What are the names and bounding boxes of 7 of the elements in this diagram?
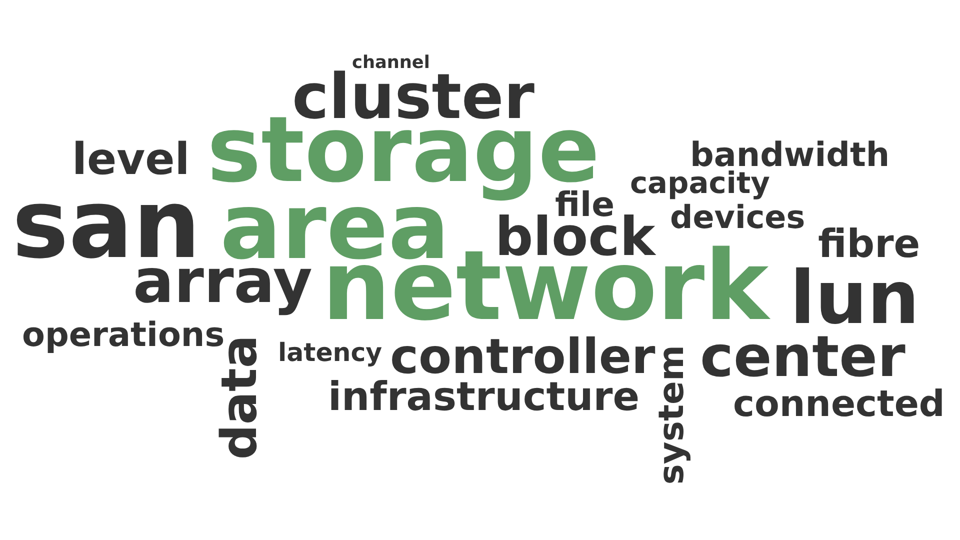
word: system	[655, 345, 690, 485]
word: devices	[670, 203, 806, 235]
word: channel	[352, 55, 430, 73]
word: fibre	[818, 226, 920, 265]
word: latency	[278, 340, 382, 366]
word: connected	[733, 386, 945, 422]
word: level	[72, 138, 190, 182]
